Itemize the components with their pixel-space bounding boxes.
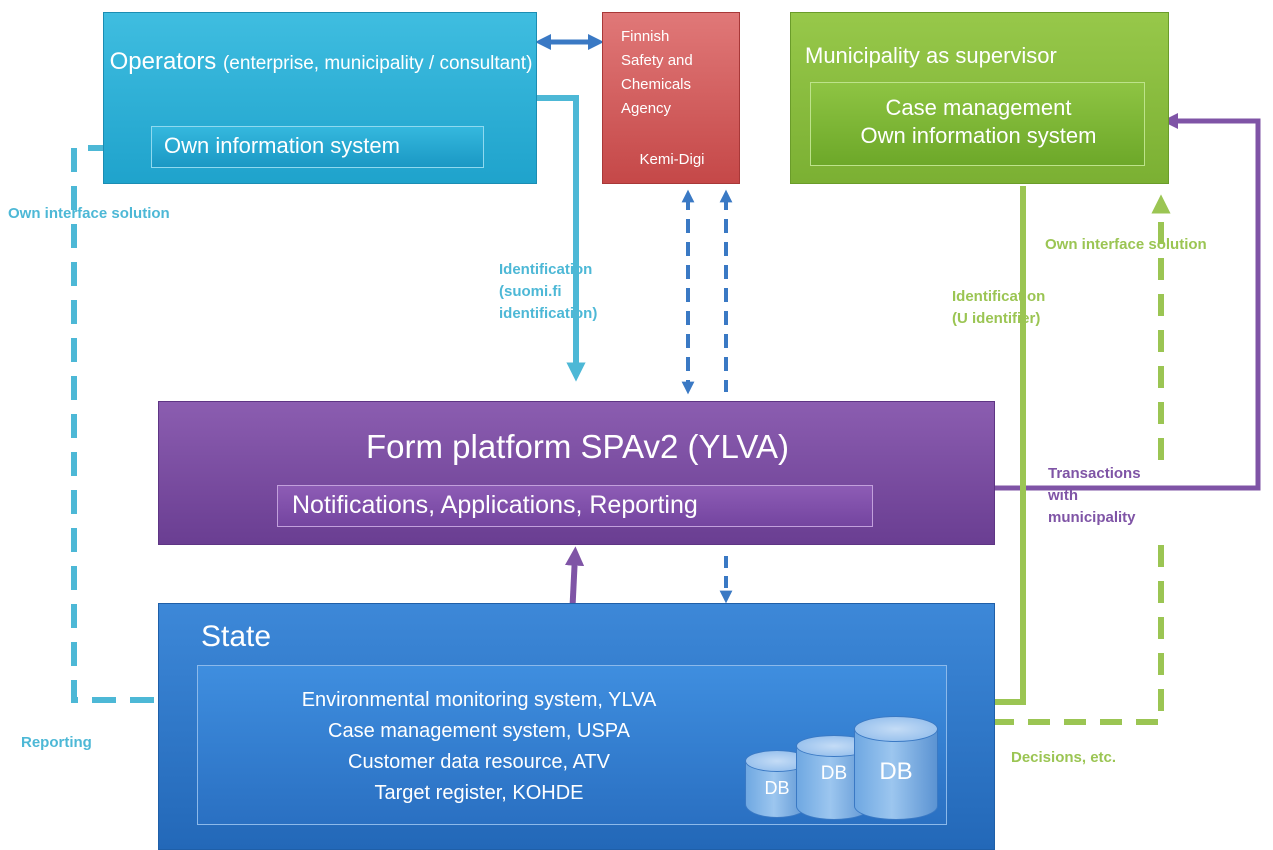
case-management-title: Case management [885,95,1072,120]
label-own-interface-left: Own interface solution [8,205,170,222]
transactions-path [995,118,1261,491]
state-title: State [201,620,272,653]
database-label: DB [764,778,790,798]
decisions-path [974,545,1164,725]
form-platform-subtitle: Notifications, Applications, Reporting [292,491,698,519]
identification-suomi-path [537,95,579,360]
label-transactions: Transactions with municipality [1048,465,1141,526]
operators-title: Operators [109,48,217,75]
database-label: DB [879,758,913,785]
label-reporting: Reporting [21,734,92,751]
database-icon: DB [796,735,872,820]
case-management-system: Own information system [860,123,1097,148]
state-system-item: Customer data resource, ATV [348,751,610,773]
label-own-interface-right: Own interface solution [1045,236,1207,253]
operators-own-system-label: Own information system [164,133,400,158]
database-label: DB [820,763,848,784]
form-platform-title: Form platform SPAv2 (YLVA) [365,428,789,465]
agency-box: Finnish Safety and Chemicals Agency Kemi… [602,12,740,184]
state-system-item: Target register, KOHDE [374,782,584,804]
label-identification-suomi: Identification (suomi.fi identification) [499,261,598,322]
operators-title-wrap: Operators (enterprise, municipality / co… [104,45,538,81]
agency-unit: Kemi-Digi [639,151,705,168]
state-system-item: Case management system, USPA [328,720,630,742]
agency-name: Finnish Safety and Chemicals Agency [621,28,693,117]
operators-own-system: Own information system [151,126,484,168]
form-platform-subbox: Notifications, Applications, Reporting [277,485,873,527]
state-system-item: Environmental monitoring system, YLVA [301,689,657,711]
case-management-box: Case management Own information system [810,82,1145,166]
label-identification-u: Identification (U identifier) [952,288,1046,327]
operators-title-note: (enterprise, municipality / consultant) [222,53,533,74]
database-icon: DB [854,716,938,820]
municipality-title: Municipality as supervisor [805,43,1057,68]
label-decisions: Decisions, etc. [1011,749,1117,766]
